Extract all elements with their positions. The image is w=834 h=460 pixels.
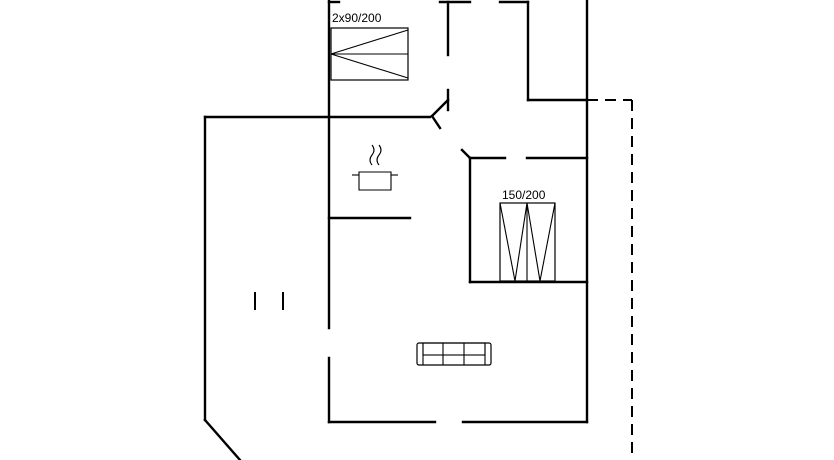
dashed-outline [587,99,633,460]
terrace-outline [203,115,331,460]
cooking-pot-icon [352,144,398,191]
double-bed-icon [499,202,556,282]
bedroom-2-bed-label: 150/200 [502,188,546,202]
bedroom-1-bed-label: 2x90/200 [332,11,382,25]
sofa-icon [416,342,492,366]
interior-walls [327,0,589,284]
twin-bed-icon [330,27,409,81]
exterior-walls [327,0,589,424]
